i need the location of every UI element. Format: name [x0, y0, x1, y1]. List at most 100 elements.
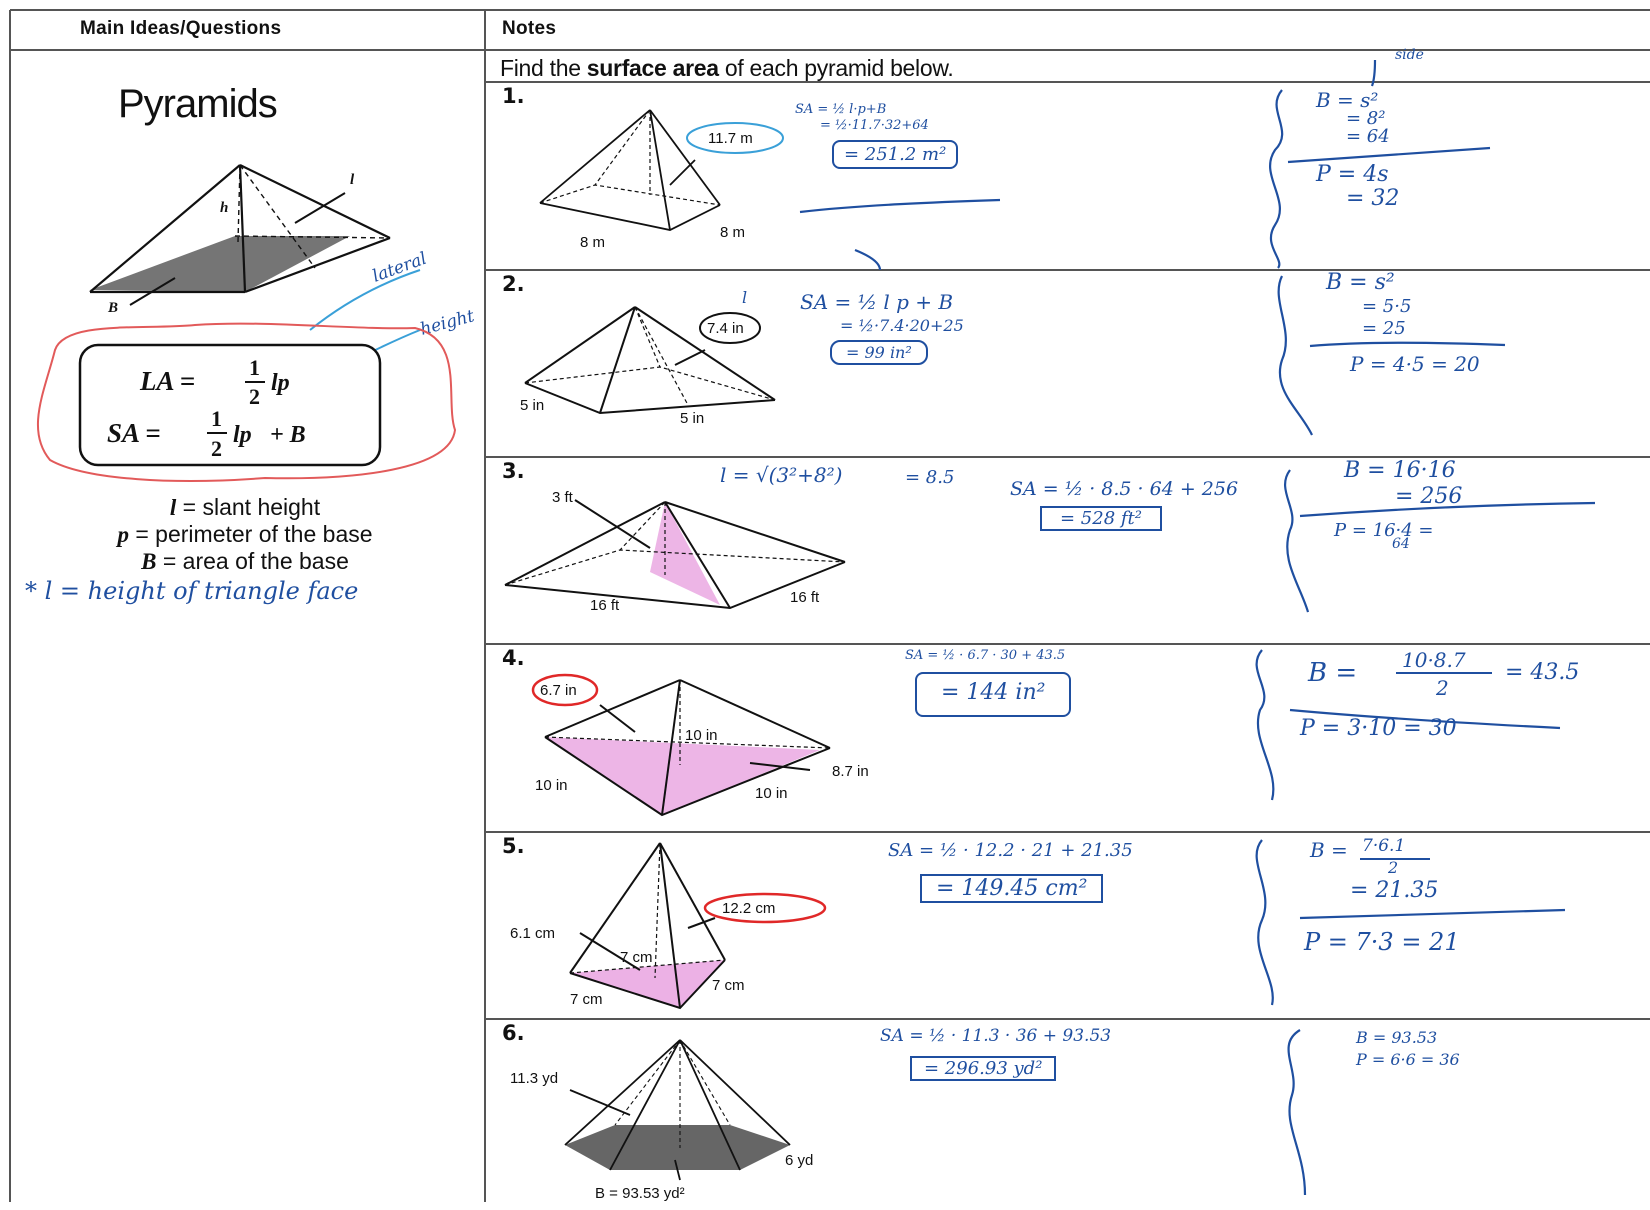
problem-6-slant-label: 11.3 yd	[510, 1070, 558, 1087]
problem-3-base-label-a: 16 ft	[590, 597, 620, 614]
problem-2-work-2: SA = ½ l p + B	[800, 290, 954, 314]
problem-1-work-2: = ½·11.7·32+64	[820, 118, 929, 133]
problem-1-side-2: = 8²	[1346, 108, 1386, 129]
problem-1-work-3: = 251.2 m²	[832, 140, 959, 169]
instruction-bold: surface area	[586, 55, 719, 81]
problem-4-work-1: SA = ½ · 6.7 · 30 + 43.5	[905, 648, 1066, 663]
problem-4-edge-label-b: 10 in	[535, 777, 568, 794]
problem-6-pyramid: 11.3 yd 6 yd B = 93.53 yd²	[510, 1039, 813, 1202]
sa-num: 1	[211, 406, 222, 431]
sa-lp: lp	[233, 422, 252, 448]
problem-6-base-area-label: B = 93.53 yd²	[595, 1185, 685, 1202]
problem-1-side-label: side	[1395, 47, 1424, 63]
problem-3-side-4: 64	[1392, 536, 1410, 552]
problem-1-side-4: P = 4s	[1316, 162, 1389, 187]
problem-5-side-3: 2	[1388, 858, 1399, 877]
problem-1-number: 1.	[502, 84, 525, 108]
problem-6-edge-label: 6 yd	[785, 1152, 813, 1169]
problem-2-work-4: = 99 in²	[830, 340, 928, 365]
problem-5-height-label: 6.1 cm	[510, 925, 555, 942]
problem-2-pyramid: 7.4 in 5 in 5 in	[520, 306, 776, 427]
problem-2-side-3: = 25	[1362, 318, 1406, 339]
problem-6-work-1: SA = ½ · 11.3 · 36 + 93.53	[880, 1026, 1112, 1046]
problem-3-work-3: SA = ½ · 8.5 · 64 + 256	[1010, 478, 1239, 500]
definition-l: l = slant height	[169, 494, 321, 520]
problem-6-side-1: B = 93.53	[1356, 1028, 1438, 1047]
problem-4-edge-label-c: 10 in	[755, 785, 788, 802]
sa-plus-b: + B	[270, 422, 306, 448]
problem-1-slant-label: 11.7 m	[708, 130, 753, 147]
height-label: h	[220, 200, 228, 216]
problem-3-height-label: 3 ft	[552, 489, 574, 506]
problem-5-side-1: B =	[1310, 838, 1348, 862]
problem-5-edge-label-c: 7 cm	[712, 977, 745, 994]
problem-5-side-5: P = 7·3 = 21	[1304, 928, 1460, 956]
problem-2-slant-label: 7.4 in	[707, 320, 744, 337]
problem-1-pyramid: 11.7 m 8 m 8 m	[539, 109, 784, 251]
problem-6-number: 6.	[502, 1021, 525, 1045]
problem-5-slant-label: 12.2 cm	[722, 900, 775, 917]
instruction-post: of each pyramid below.	[718, 55, 954, 81]
definitions: l = slant height p = perimeter of the ba…	[40, 494, 450, 575]
problem-5-edge-label-a: 7 cm	[620, 949, 653, 966]
la-num: 1	[249, 355, 260, 380]
problem-2-work-3: = ½·7.4·20+25	[840, 316, 964, 335]
instruction-pre: Find the	[500, 55, 587, 81]
problem-4-work-2: = 144 in²	[915, 672, 1072, 717]
problem-5-pyramid: 12.2 cm 6.1 cm 7 cm 7 cm 7 cm	[510, 842, 827, 1010]
problem-4-side-4: = 43.5	[1505, 660, 1580, 685]
problem-1-base-label-a: 8 m	[580, 234, 605, 251]
problem-2-side-4: P = 4·5 = 20	[1350, 352, 1480, 376]
base-label: B	[107, 300, 118, 316]
problem-3-work-1: l = √(3²+8²)	[720, 463, 843, 487]
sa-den: 2	[211, 436, 222, 461]
problem-6-side-2: P = 6·6 = 36	[1356, 1050, 1460, 1069]
la-rhs: lp	[271, 370, 290, 396]
definition-p: p = perimeter of the base	[117, 521, 373, 547]
problem-5-number: 5.	[502, 834, 525, 858]
definition-b: B = area of the base	[141, 548, 349, 574]
problem-5-edge-label-b: 7 cm	[570, 991, 603, 1008]
problem-4-pyramid: 6.7 in 10 in 10 in 10 in 8.7 in	[531, 673, 869, 817]
problem-4-side-2: 10·8.7	[1402, 648, 1466, 672]
problem-5-work-2: = 149.45 cm²	[920, 874, 1104, 903]
problem-4-number: 4.	[502, 646, 525, 670]
problem-4-slant-label: 6.7 in	[540, 682, 577, 699]
problem-3-side-3: P = 16·4 =	[1334, 520, 1434, 541]
problem-3-work-2: = 8.5	[905, 467, 955, 488]
problem-4-side-1: B =	[1308, 658, 1358, 688]
problem-2-base-label-b: 5 in	[680, 410, 704, 427]
problem-2-base-label-a: 5 in	[520, 397, 544, 414]
problem-4-edge-label-a: 10 in	[685, 727, 718, 744]
la-den: 2	[249, 384, 260, 409]
problem-3-work-4: = 528 ft²	[1040, 506, 1162, 531]
problem-3-pyramid: 3 ft 16 ft 16 ft	[504, 489, 846, 614]
problem-1-side-5: = 32	[1346, 186, 1400, 211]
instruction: Find the surface area of each pyramid be…	[500, 55, 954, 82]
problem-5-side-4: = 21.35	[1350, 878, 1439, 903]
problem-1-work-1: SA = ½ l·p+B	[795, 102, 887, 117]
problem-1-side-3: = 64	[1346, 126, 1390, 147]
handwritten-note: * l = height of triangle face	[25, 577, 359, 605]
problem-6-work-2: = 296.93 yd²	[910, 1056, 1057, 1081]
problem-1-base-label-b: 8 m	[720, 224, 745, 241]
header-main-ideas: Main Ideas/Questions	[80, 18, 282, 39]
sa-lhs: SA =	[107, 418, 161, 448]
section-title: Pyramids	[118, 82, 278, 126]
slant-label: l	[350, 172, 355, 188]
problem-4-height-label: 8.7 in	[832, 763, 869, 780]
problem-4-fraction-bar	[1396, 672, 1492, 674]
problem-2-number: 2.	[502, 272, 525, 296]
problem-4-side-3: 2	[1436, 676, 1449, 700]
problem-2-work-1: l	[742, 288, 748, 307]
problem-3-base-label-b: 16 ft	[790, 589, 820, 606]
problem-3-number: 3.	[502, 459, 525, 483]
problem-2-side-2: = 5·5	[1362, 296, 1412, 317]
problem-3-side-2: = 256	[1395, 484, 1463, 509]
problem-2-side-1: B = s²	[1326, 270, 1395, 295]
problem-5-work-1: SA = ½ · 12.2 · 21 + 21.35	[888, 840, 1133, 861]
problem-5-fraction-bar	[1360, 858, 1430, 860]
